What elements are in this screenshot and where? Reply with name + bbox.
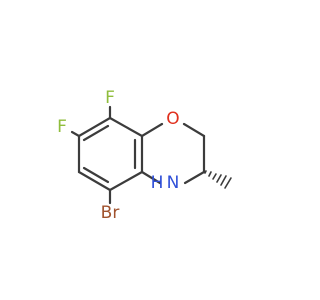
atom-f-left: F [57,117,67,137]
bond-c4a-c5 [108,170,144,192]
bond-c5-c6-inner [82,166,110,184]
bond-c8-c8a [108,116,144,138]
molecule-diagram: F F O N H Br [57,88,232,223]
bond-c7-f [70,130,81,138]
bond-c3-n [183,170,206,185]
bond-n-c4a [140,170,162,185]
structure-canvas: F F O N H Br [57,88,232,223]
bond-c8a-o [140,122,164,138]
atom-br-substituent: Br [101,203,120,223]
bond-c7-c8 [77,116,112,138]
atom-o-ring: O [166,109,179,129]
atom-f-top: F [105,88,115,108]
bond-c7-c8-inner [82,124,110,142]
bond-c5-c6 [77,170,112,192]
atom-n-ring: N [167,173,180,193]
atom-h-amine: H [151,173,164,193]
stereo-hash-bond [204,170,232,189]
bond-o-c2 [182,122,206,138]
